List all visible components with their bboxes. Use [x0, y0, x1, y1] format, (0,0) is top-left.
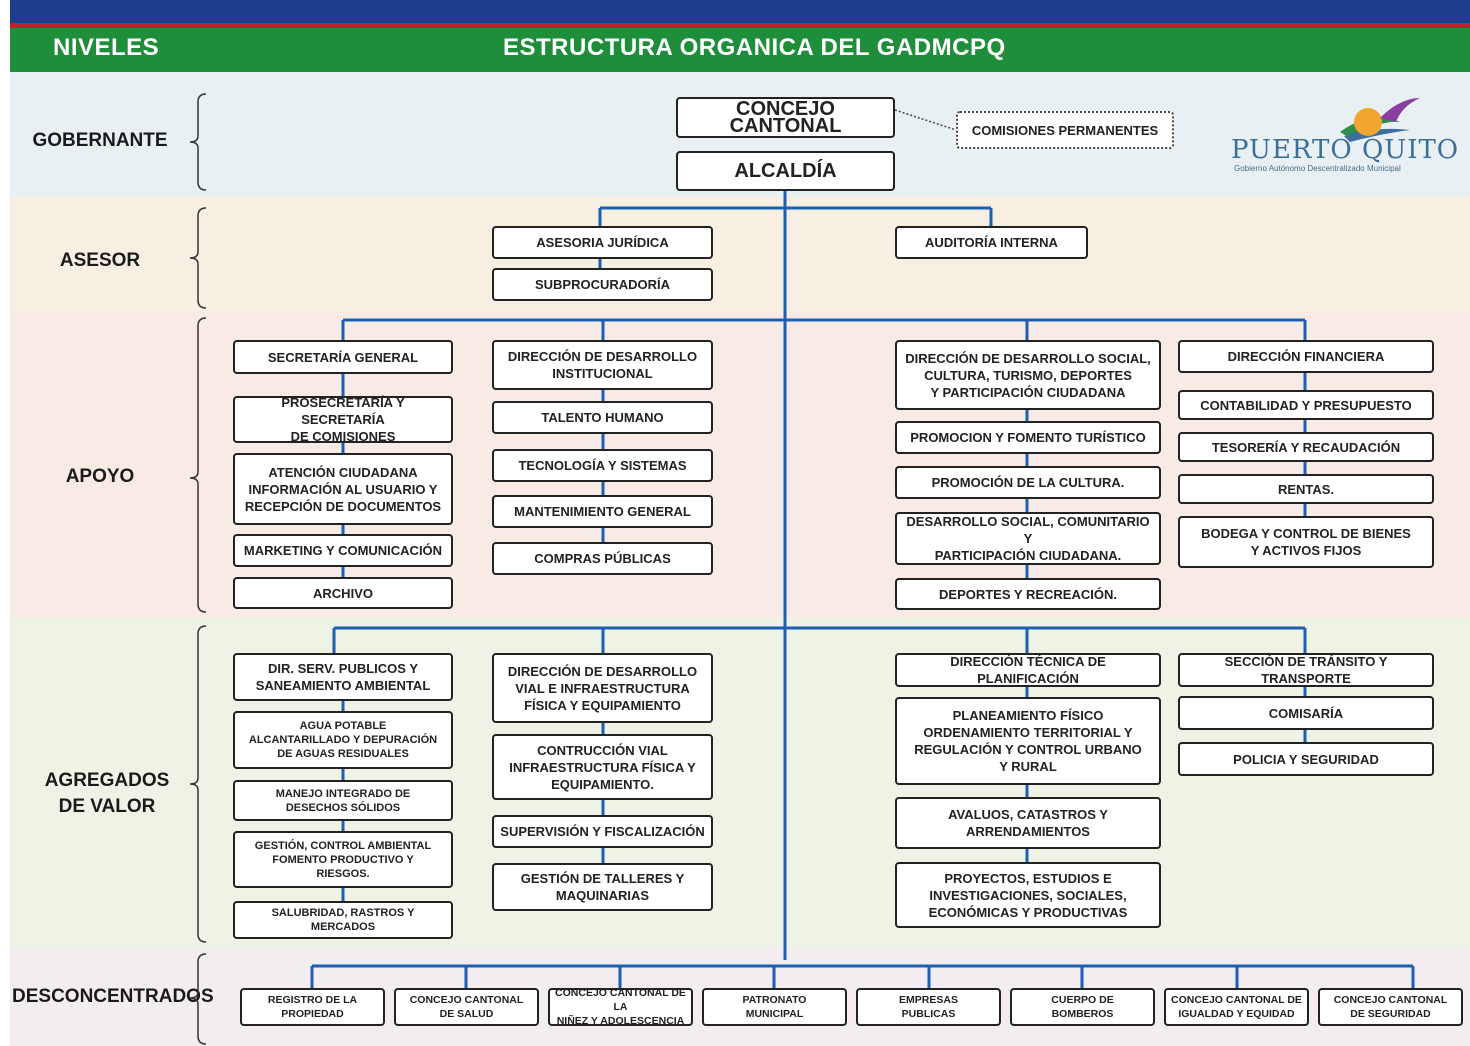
agregados-box: DIRECCIÓN DE DESARROLLO VIAL E INFRAESTR… [492, 653, 713, 723]
page-title: ESTRUCTURA ORGANICA DEL GADMCPQ [503, 34, 1006, 61]
apoyo-box: ARCHIVO [233, 577, 453, 609]
apoyo-box: BODEGA Y CONTROL DE BIENES Y ACTIVOS FIJ… [1178, 516, 1434, 568]
agregados-box: GESTIÓN DE TALLERES Y MAQUINARIAS [492, 863, 713, 911]
apoyo-box: MARKETING Y COMUNICACIÓN [233, 534, 453, 567]
comisiones-box: COMISIONES PERMANENTES [956, 111, 1174, 149]
agregados-box: MANEJO INTEGRADO DE DESECHOS SÓLIDOS [233, 780, 453, 821]
agregados-box: CONTRUCCIÓN VIAL INFRAESTRUCTURA FÍSICA … [492, 734, 713, 800]
agregados-box: DIR. SERV. PUBLICOS Y SANEAMIENTO AMBIEN… [233, 653, 453, 701]
agregados-box: GESTIÓN, CONTROL AMBIENTAL FOMENTO PRODU… [233, 831, 453, 888]
apoyo-box: COMPRAS PÚBLICAS [492, 542, 713, 575]
apoyo-box: DIRECCIÓN FINANCIERA [1178, 340, 1434, 373]
puerto-quito-logo [1330, 92, 1430, 148]
logo-subtitle: Gobierno Autónomo Descentralizado Munici… [1234, 164, 1401, 173]
agregados-box: PROYECTOS, ESTUDIOS E INVESTIGACIONES, S… [895, 862, 1161, 928]
apoyo-box: DIRECCIÓN DE DESARROLLO INSTITUCIONAL [492, 340, 713, 390]
apoyo-box: DESARROLLO SOCIAL, COMUNITARIO Y PARTICI… [895, 512, 1161, 565]
agregados-box: SUPERVISIÓN Y FISCALIZACIÓN [492, 815, 713, 848]
desconcentrado-box: CUERPO DE BOMBEROS [1010, 988, 1155, 1026]
agregados-box: POLICIA Y SEGURIDAD [1178, 742, 1434, 776]
desconcentrado-box: CONCEJO CANTONAL DE SEGURIDAD [1318, 988, 1463, 1026]
agregados-box: AVALUOS, CATASTROS Y ARRENDAMIENTOS [895, 797, 1161, 849]
asesoria-juridica-box: ASESORIA JURÍDICA [492, 226, 713, 259]
agregados-box: PLANEAMIENTO FÍSICO ORDENAMIENTO TERRITO… [895, 697, 1161, 785]
concejo-cantonal-box: CONCEJO CANTONAL [676, 97, 895, 138]
apoyo-box: DEPORTES Y RECREACIÓN. [895, 578, 1161, 610]
auditoria-box: AUDITORÍA INTERNA [895, 226, 1088, 259]
apoyo-box: PROMOCION Y FOMENTO TURÍSTICO [895, 421, 1161, 454]
apoyo-box: RENTAS. [1178, 474, 1434, 504]
agregados-box: DIRECCIÓN TÉCNICA DE PLANIFICACIÓN [895, 653, 1161, 687]
level-asesor: ASESOR [59, 250, 141, 271]
subprocuraduria-box: SUBPROCURADORÍA [492, 268, 713, 301]
apoyo-box: DIRECCIÓN DE DESARROLLO SOCIAL, CULTURA,… [895, 340, 1161, 410]
apoyo-box: TALENTO HUMANO [492, 401, 713, 434]
level-apoyo: APOYO [65, 466, 135, 487]
agregados-box: SECCIÓN DE TRÁNSITO Y TRANSPORTE [1178, 653, 1434, 687]
apoyo-box: PROSECRETARÍA Y SECRETARÍA DE COMISIONES [233, 395, 453, 444]
desconcentrado-box: PATRONATO MUNICIPAL [702, 988, 847, 1026]
apoyo-box: TESORERÍA Y RECAUDACIÓN [1178, 432, 1434, 462]
agregados-box: SALUBRIDAD, RASTROS Y MERCADOS [233, 901, 453, 939]
desconcentrado-box: EMPRESAS PUBLICAS [856, 988, 1001, 1026]
apoyo-box: SECRETARÍA GENERAL [233, 340, 453, 374]
apoyo-box: CONTABILIDAD Y PRESUPUESTO [1178, 390, 1434, 420]
level-gobernante: GOBERNANTE [32, 130, 168, 151]
niveles-heading: NIVELES [53, 34, 160, 61]
top-stripe [10, 0, 1470, 28]
level-desconcentrados: DESCONCENTRADOS [12, 986, 214, 1007]
agregados-box: AGUA POTABLE ALCANTARILLADO Y DEPURACIÓN… [233, 711, 453, 769]
level-agregados: AGREGADOS DE VALOR [44, 770, 170, 817]
header-bar [10, 28, 1470, 72]
desconcentrado-box: CONCEJO CANTONAL DE SALUD [394, 988, 539, 1026]
desconcentrado-box: CONCEJO CANTONAL DE IGUALDAD Y EQUIDAD [1164, 988, 1309, 1026]
apoyo-box: PROMOCIÓN DE LA CULTURA. [895, 466, 1161, 499]
agregados-box: COMISARÍA [1178, 696, 1434, 730]
desconcentrado-box: REGISTRO DE LA PROPIEDAD [240, 988, 385, 1026]
band-asesor [10, 197, 1470, 312]
apoyo-box: ATENCIÓN CIUDADANA INFORMACIÓN AL USUARI… [233, 453, 453, 525]
apoyo-box: TECNOLOGÍA Y SISTEMAS [492, 449, 713, 482]
desconcentrado-box: CONCEJO CANTONAL DE LA NIÑEZ Y ADOLESCEN… [548, 987, 693, 1027]
apoyo-box: MANTENIMIENTO GENERAL [492, 495, 713, 528]
alcaldia-box: ALCALDÍA [676, 151, 895, 191]
logo-name: PUERTO QUITO [1231, 135, 1460, 165]
